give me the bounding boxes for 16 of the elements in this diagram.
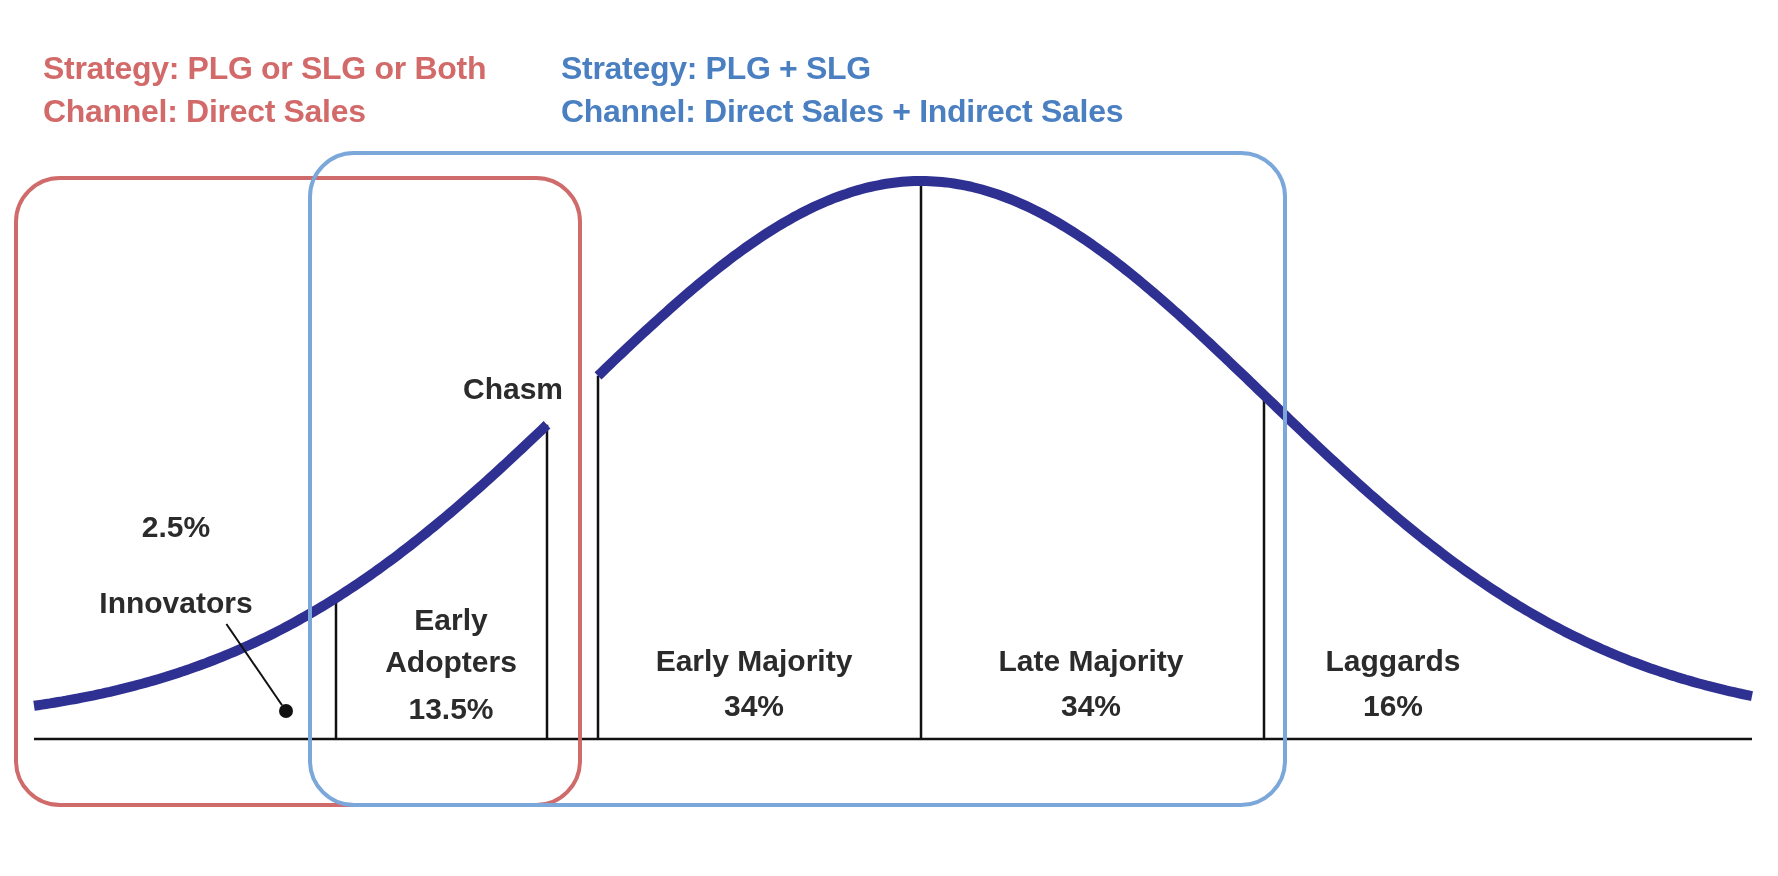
segment-label: Late Majority [997,643,1185,679]
segment-label: Innovators [98,585,254,621]
segment-label: 34% [722,688,785,724]
segment-label: Early Majority [654,643,854,679]
frame-heading: Strategy: PLG or SLG or Both [43,50,487,87]
segment-label: 34% [1059,688,1122,724]
segment-label: Laggards [1324,643,1462,679]
frame-heading: Strategy: PLG + SLG [561,50,871,87]
frame-heading: Channel: Direct Sales + Indirect Sales [561,93,1124,130]
leader-line [225,623,284,707]
segment-label: Early Adopters [384,602,518,680]
segment-label: 13.5% [407,691,495,727]
frame-heading: Channel: Direct Sales [43,93,366,130]
segment-label: 2.5% [140,509,212,545]
segment-label: 16% [1361,688,1424,724]
segment-label: Chasm [461,371,564,407]
